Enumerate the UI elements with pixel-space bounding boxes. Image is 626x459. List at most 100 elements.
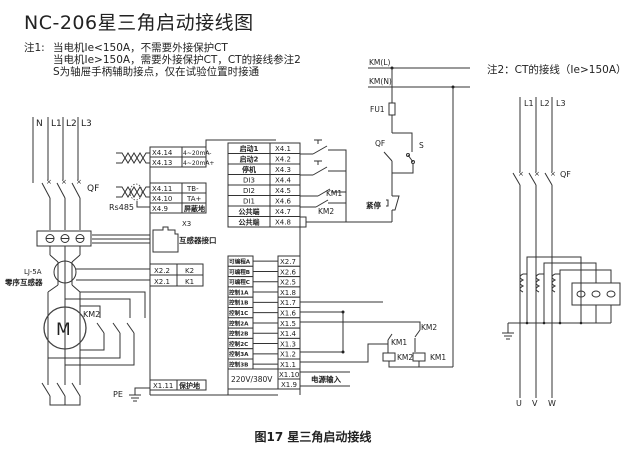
km2-coil-label: KM2 — [397, 353, 413, 362]
km2-coil-icon — [382, 352, 396, 362]
terminal-id: X2.7 — [280, 258, 296, 266]
terminal-id: X4.10 — [152, 195, 172, 203]
terminal-label: 4~20mA- — [183, 150, 211, 157]
km2-interlock-icon — [414, 329, 421, 338]
power-voltage-label: 220V/380V — [231, 375, 273, 384]
fuse-icon — [388, 102, 396, 116]
terminal-label: 控制2B — [229, 330, 248, 338]
terminal-screw-icon — [45, 234, 85, 243]
ground-icon — [129, 394, 141, 402]
terminal-id: X4.11 — [152, 185, 172, 193]
shielded-twisted-pair-icon — [116, 183, 150, 201]
s-switch-icon — [406, 153, 415, 164]
terminal-label: 保护地 — [178, 381, 200, 390]
terminal-id: X1.11 — [153, 382, 173, 390]
terminal-label: 可编程B — [229, 268, 250, 276]
power-terminals: 220V/380V X1.10 X1.9 电源输入 — [227, 368, 350, 390]
km2-label: KM2 — [83, 310, 100, 319]
relay-terminal-row: 控制2B X1.4 — [227, 327, 301, 339]
terminal-id: X4.7 — [275, 208, 291, 216]
ct-model-label: LJ-5A — [24, 268, 42, 276]
km1-label: KM1 — [326, 189, 342, 198]
k-terminals: X2.2 K2 X2.1 K1 — [149, 263, 204, 287]
terminal-label: TA+ — [186, 195, 202, 203]
ground-icon — [502, 332, 514, 340]
stop-button-icon — [312, 166, 328, 176]
note1-line3: S为轴屉手柄辅助接点，仅在试验位置时接通 — [53, 66, 260, 78]
output-w: W — [548, 399, 556, 408]
device-outline-top — [205, 139, 276, 147]
terminal-label: 控制1C — [229, 309, 248, 317]
ct-name-label: 零序互感器 — [4, 277, 43, 287]
ct-phase-l2: L2 — [540, 99, 550, 108]
output-u: U — [516, 399, 522, 408]
relay-output-wiring — [300, 301, 388, 363]
svg-text:×: × — [46, 178, 52, 186]
relay-terminal-row: 控制1B X1.7 — [227, 296, 301, 309]
twisted-pair-icon — [116, 152, 150, 164]
km-contact-icon — [96, 322, 135, 334]
terminal-id: X4.2 — [275, 156, 291, 164]
start1-button-icon — [312, 145, 328, 155]
terminal-label: DI1 — [243, 198, 255, 206]
terminal-label: K1 — [185, 278, 194, 286]
x3-connector: X3 互感器接口 — [152, 220, 217, 253]
note1-prefix: 注1: — [24, 42, 45, 54]
zero-sequence-ct-icon — [53, 260, 77, 284]
di-terminal-row: DI2 X4.5 — [227, 184, 301, 196]
ct-circuit: L1 L2 L3 × × × QF — [502, 97, 621, 408]
estop-label: 紧停 — [366, 200, 381, 210]
qf-control-switch-icon — [383, 151, 393, 162]
terminal-label: 屏蔽地 — [183, 204, 205, 213]
km2-label: KM2 — [318, 207, 334, 216]
analog-output-terminals: X4.14 4~20mA- X4.13 4~20mA+ — [116, 146, 214, 168]
terminal-id: X4.13 — [152, 159, 172, 167]
terminal-label: TB- — [186, 185, 199, 193]
rj-connector-icon — [152, 226, 179, 253]
km-l-label: KM(L) — [369, 58, 390, 67]
terminal-id: X4.8 — [275, 219, 291, 227]
terminal-id: X2.1 — [154, 278, 170, 286]
terminal-id: X4.5 — [275, 187, 291, 195]
terminal-id: X1.10 — [279, 371, 299, 379]
phase-label-l2: L2 — [66, 119, 77, 129]
emergency-stop-icon — [386, 195, 400, 211]
terminal-label: 控制2A — [229, 319, 249, 327]
terminal-id: X1.6 — [280, 310, 296, 318]
terminal-label: 控制1B — [229, 299, 248, 307]
terminal-label: DI2 — [243, 187, 255, 195]
rs485-terminals: Rs485 X4.11 TB- X4.10 TA+ X4.9 屏蔽地 — [109, 182, 207, 214]
di-switches: KM1 KM2 — [300, 139, 347, 228]
terminal-label: 控制3A — [229, 350, 249, 358]
terminal-label: 可编程C — [229, 278, 250, 286]
terminal-id: X1.5 — [280, 320, 296, 328]
relay-terminal-row: 控制2A X1.5 — [227, 317, 301, 329]
km-n-label: KM(N) — [369, 77, 392, 86]
protect-ground-terminal: X1.11 保护地 — [149, 379, 207, 391]
ct-phase-l3: L3 — [556, 99, 566, 108]
terminal-id: X4.1 — [275, 145, 291, 153]
svg-text:×: × — [518, 170, 524, 178]
terminal-id: X1.1 — [280, 361, 296, 369]
phase-label-n: N — [36, 119, 43, 129]
svg-text:×: × — [61, 178, 67, 186]
s-switch-label: S — [419, 141, 424, 150]
diagram-title: NC-206星三角启动接线图 — [24, 12, 254, 34]
terminal-id: X1.7 — [280, 299, 296, 307]
km1-contact-icon — [41, 382, 81, 397]
terminal-id: X1.4 — [280, 330, 296, 338]
terminal-screw-icon — [576, 290, 616, 298]
x3-id: X3 — [182, 220, 191, 228]
ct-qf-breaker-icon: × × × — [512, 170, 556, 186]
